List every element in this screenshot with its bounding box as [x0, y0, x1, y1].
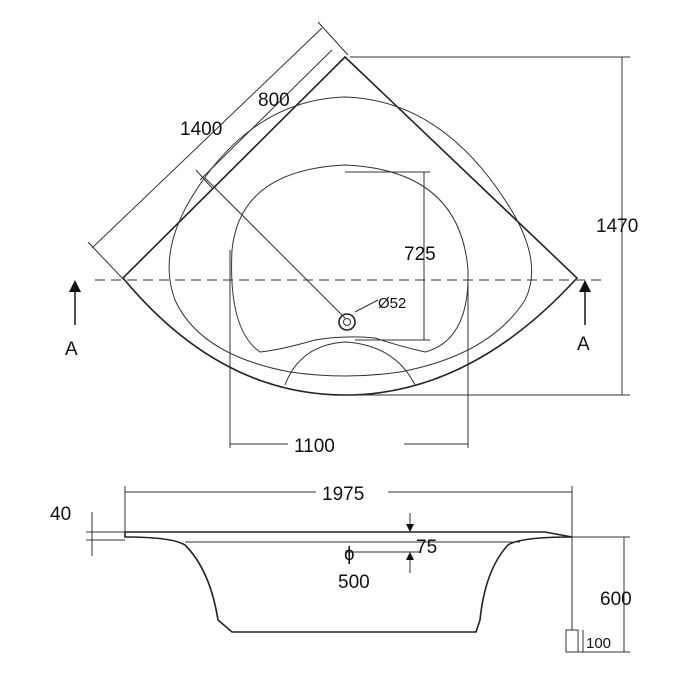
drain-tag-line	[354, 299, 379, 313]
plan-view: 1400 800 1470 725 Ø52 1100 A A	[65, 21, 638, 457]
tub-inner-rim	[168, 96, 533, 377]
label-800: 800	[258, 90, 290, 111]
dim-75-arrowhead-bottom	[406, 552, 414, 560]
dim-75-arrowhead-top	[406, 524, 414, 532]
label-75: 75	[416, 537, 437, 558]
label-100: 100	[586, 635, 611, 652]
support-foot	[565, 629, 579, 653]
dim-800-ext	[195, 169, 213, 189]
label-1100: 1100	[294, 436, 335, 457]
label-1400: 1400	[180, 119, 222, 140]
label-725: 725	[404, 244, 436, 265]
tub-outline	[121, 55, 579, 396]
label-section-left: A	[65, 339, 78, 360]
label-40: 40	[50, 504, 71, 525]
drain-inner	[343, 318, 351, 326]
section-arrow-left-head	[69, 280, 81, 292]
section-profile	[124, 531, 573, 633]
tub-basin	[231, 164, 469, 353]
section-arrow-right-head	[579, 280, 591, 292]
label-1470: 1470	[596, 216, 638, 237]
label-500: 500	[338, 572, 370, 593]
label-1975: 1975	[322, 484, 364, 505]
drain-outer	[338, 313, 356, 331]
dim-800-line	[199, 49, 333, 181]
diameter-symbol: ɸ	[344, 544, 354, 565]
section-view: ɸ 1975 40 75 500 600 100	[50, 484, 632, 653]
drain-leader	[204, 177, 346, 319]
tub-seat-arc	[284, 341, 416, 386]
dim-1400-ext-a	[87, 241, 125, 281]
label-600: 600	[600, 589, 632, 610]
label-drain: Ø52	[378, 295, 406, 312]
dim-1400-line	[91, 27, 323, 249]
label-section-right: A	[577, 334, 590, 355]
dim-1400-ext-b	[317, 21, 349, 56]
